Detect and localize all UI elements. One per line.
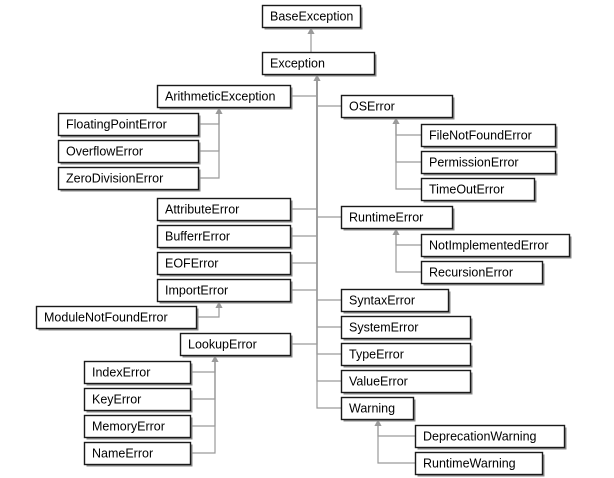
node-label: OSError — [349, 99, 395, 113]
node-label: EOFError — [165, 256, 218, 270]
node-label: FloatingPointError — [66, 117, 167, 131]
edge-ValueError-to-Exception — [316, 80, 341, 382]
nodes-layer: BaseExceptionExceptionArithmeticExceptio… — [35, 4, 572, 477]
node-notimplementederror[interactable]: NotImplementedError — [420, 233, 572, 259]
edge-ImportError-to-Exception — [290, 80, 318, 291]
node-label: ArithmeticException — [165, 89, 276, 103]
node-recursionerror[interactable]: RecursionError — [420, 260, 545, 286]
edges-layer — [190, 27, 421, 464]
node-memoryerror[interactable]: MemoryError — [83, 414, 193, 440]
node-zerodivisionerror[interactable]: ZeroDivisionError — [57, 166, 201, 192]
node-baseexception[interactable]: BaseException — [261, 4, 363, 30]
edge-NotImplementedError-to-RuntimeError — [395, 234, 421, 246]
node-label: SyntaxError — [349, 293, 415, 307]
edge-KeyError-to-LookupError — [190, 361, 216, 400]
node-permissionerror[interactable]: PermissionError — [420, 150, 558, 176]
node-label: LookupError — [188, 337, 257, 351]
node-label: NameError — [92, 446, 153, 460]
node-label: RecursionError — [429, 265, 513, 279]
node-label: DeprecationWarning — [423, 429, 537, 443]
node-label: Warning — [349, 401, 395, 415]
edge-SyntaxError-to-Exception — [316, 80, 341, 301]
node-label: ZeroDivisionError — [66, 171, 163, 185]
node-label: SystemError — [349, 320, 418, 334]
edge-SystemError-to-Exception — [316, 80, 341, 328]
node-label: TypeError — [349, 347, 404, 361]
inheritance-arrowhead — [392, 117, 400, 124]
node-label: TimeOutError — [429, 182, 504, 196]
edge-ZeroDivisionError-to-ArithmeticException — [198, 113, 220, 179]
node-typeerror[interactable]: TypeError — [340, 342, 473, 368]
node-oserror[interactable]: OSError — [340, 94, 455, 120]
node-keyerror[interactable]: KeyError — [83, 387, 193, 413]
node-eoferror[interactable]: EOFError — [156, 251, 293, 277]
node-label: MemoryError — [92, 419, 165, 433]
edge-OSError-to-Exception — [316, 80, 341, 107]
edge-ModuleNotFoundError-to-ImportError — [196, 307, 220, 318]
edge-NameError-to-LookupError — [190, 361, 216, 454]
edge-DeprecationWarning-to-Warning — [377, 425, 415, 437]
inheritance-arrowhead — [392, 228, 400, 235]
edge-FileNotFoundError-to-OSError — [395, 123, 421, 136]
node-label: BaseException — [270, 9, 353, 23]
node-modulenotfounderror[interactable]: ModuleNotFoundError — [35, 305, 199, 331]
node-label: Exception — [270, 56, 325, 70]
edge-AttributeError-to-Exception — [290, 80, 318, 210]
node-label: ModuleNotFoundError — [44, 310, 168, 324]
node-label: KeyError — [92, 392, 141, 406]
node-filenotfounderror[interactable]: FileNotFoundError — [420, 123, 558, 149]
node-importerror[interactable]: ImportError — [156, 278, 293, 304]
inheritance-arrowhead — [215, 301, 223, 308]
node-bufferrerror[interactable]: BufferrError — [156, 224, 293, 250]
edge-Warning-to-Exception — [316, 80, 341, 409]
node-attributeerror[interactable]: AttributeError — [156, 197, 293, 223]
node-overflowerror[interactable]: OverflowError — [57, 139, 201, 165]
node-label: PermissionError — [429, 155, 519, 169]
inheritance-arrowhead — [211, 355, 219, 362]
node-label: ImportError — [165, 283, 228, 297]
node-label: RuntimeError — [349, 210, 423, 224]
node-lookuperror[interactable]: LookupError — [179, 332, 293, 358]
edge-IndexError-to-LookupError — [190, 361, 216, 373]
edge-ArithmeticException-to-Exception — [290, 80, 318, 97]
edge-PermissionError-to-OSError — [395, 123, 421, 163]
inheritance-arrowhead — [374, 419, 382, 426]
node-runtimeerror[interactable]: RuntimeError — [340, 205, 455, 231]
inheritance-arrowhead — [313, 74, 321, 81]
node-timeouterror[interactable]: TimeOutError — [420, 177, 537, 203]
edge-LookupError-to-Exception — [290, 80, 318, 345]
node-label: FileNotFoundError — [429, 128, 532, 142]
node-valueerror[interactable]: ValueError — [340, 369, 473, 395]
node-warning[interactable]: Warning — [340, 396, 416, 422]
edge-RecursionError-to-RuntimeError — [395, 234, 421, 273]
node-label: ValueError — [349, 374, 408, 388]
node-arithmeticexception[interactable]: ArithmeticException — [156, 84, 293, 110]
node-floatingpointerror[interactable]: FloatingPointError — [57, 112, 201, 138]
edge-TimeOutError-to-OSError — [395, 123, 421, 190]
node-deprecationwarning[interactable]: DeprecationWarning — [414, 424, 567, 450]
inheritance-arrowhead — [215, 107, 223, 114]
edge-FloatingPointError-to-ArithmeticException — [198, 113, 220, 125]
node-nameerror[interactable]: NameError — [83, 441, 193, 467]
node-label: NotImplementedError — [429, 238, 549, 252]
edge-RuntimeError-to-Exception — [316, 80, 341, 218]
edge-RuntimeWarning-to-Warning — [377, 425, 415, 464]
node-indexerror[interactable]: IndexError — [83, 360, 193, 386]
edge-BufferrError-to-Exception — [290, 80, 318, 237]
node-label: IndexError — [92, 365, 150, 379]
edge-OverflowError-to-ArithmeticException — [198, 113, 220, 152]
node-syntaxerror[interactable]: SyntaxError — [340, 288, 451, 314]
node-exception[interactable]: Exception — [261, 51, 377, 77]
node-runtimewarning[interactable]: RuntimeWarning — [414, 451, 545, 477]
node-label: BufferrError — [165, 229, 230, 243]
edge-MemoryError-to-LookupError — [190, 361, 216, 427]
node-label: OverflowError — [66, 144, 143, 158]
node-label: RuntimeWarning — [423, 456, 516, 470]
inheritance-arrowhead — [307, 27, 315, 34]
node-systemerror[interactable]: SystemError — [340, 315, 473, 341]
node-label: AttributeError — [165, 202, 239, 216]
